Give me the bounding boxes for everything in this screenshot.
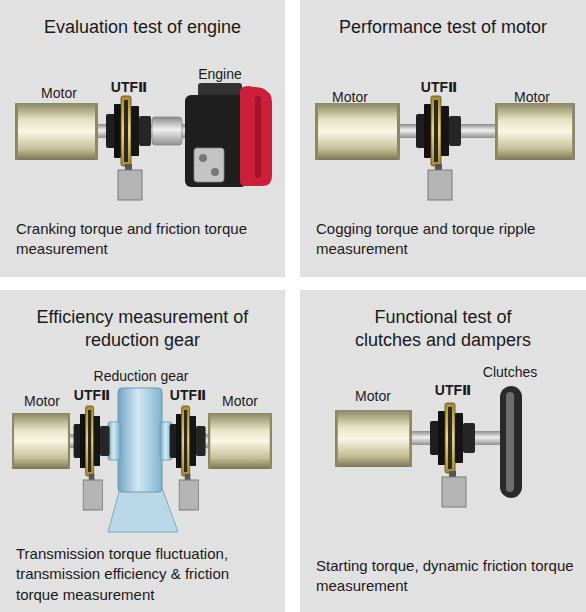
coupling: [152, 117, 182, 145]
engine-bolt: [199, 154, 207, 162]
part-label: Motor: [222, 393, 258, 409]
engine-bolt: [211, 168, 219, 176]
panel-caption: Starting torque, dynamic friction torque…: [316, 556, 576, 597]
torque-flange: [74, 406, 110, 510]
part-label: UTFⅡ: [111, 79, 147, 95]
part-label: Reduction gear: [94, 368, 189, 384]
gear-base: [108, 488, 178, 532]
panel-title: Functional test of clutches and dampers: [343, 306, 543, 353]
part-label: UTFⅡ: [421, 79, 457, 95]
torque-flange: [416, 96, 461, 200]
panel-title: Efficiency measurement of reduction gear: [35, 306, 250, 353]
part-label: Motor: [332, 89, 368, 105]
torque-flange: [430, 403, 475, 507]
test-panel: Performance test of motorCogging torque …: [300, 0, 586, 277]
part-label: UTFⅡ: [74, 387, 110, 403]
panel-caption: Cogging torque and torque ripple measure…: [316, 219, 571, 260]
motor-body: [495, 103, 575, 160]
test-panel: Efficiency measurement of reduction gear…: [0, 290, 285, 612]
torque-flange: [170, 406, 206, 510]
part-label: UTFⅡ: [170, 387, 206, 403]
gearbox: [118, 388, 162, 492]
test-panel: Functional test of clutches and dampersS…: [300, 290, 586, 612]
panel-caption: Cranking torque and friction torque meas…: [16, 219, 271, 260]
part-label: Engine: [198, 66, 242, 82]
motor-body: [15, 103, 98, 160]
test-panel: Evaluation test of engineCranking torque…: [0, 0, 285, 277]
part-label: UTFⅡ: [435, 382, 471, 398]
part-label: Motor: [41, 85, 77, 101]
panel-ground: [300, 0, 586, 277]
motor-body: [335, 410, 412, 467]
engine-cover: [240, 86, 272, 186]
panel-caption: Transmission torque fluctuation, transmi…: [16, 544, 261, 605]
engine-body: [185, 95, 247, 187]
engine-cover-rib: [255, 96, 261, 178]
part-label: Motor: [514, 89, 550, 105]
motor-body: [208, 413, 272, 469]
torque-flange: [106, 96, 151, 200]
panel-title: Performance test of motor: [308, 16, 578, 39]
panel-ground: [0, 0, 285, 277]
part-label: Motor: [24, 393, 60, 409]
panel-ground: [0, 290, 285, 612]
gearbox-boss: [108, 422, 120, 460]
part-label: Motor: [355, 388, 391, 404]
motor-body: [315, 103, 400, 160]
motor-body: [12, 413, 70, 469]
panel-ground: [300, 290, 586, 612]
clutch-disc: [500, 386, 522, 498]
clutch-face: [506, 392, 514, 492]
part-label: Clutches: [483, 364, 537, 380]
panel-title: Evaluation test of engine: [8, 16, 278, 39]
engine-part: [194, 148, 224, 182]
